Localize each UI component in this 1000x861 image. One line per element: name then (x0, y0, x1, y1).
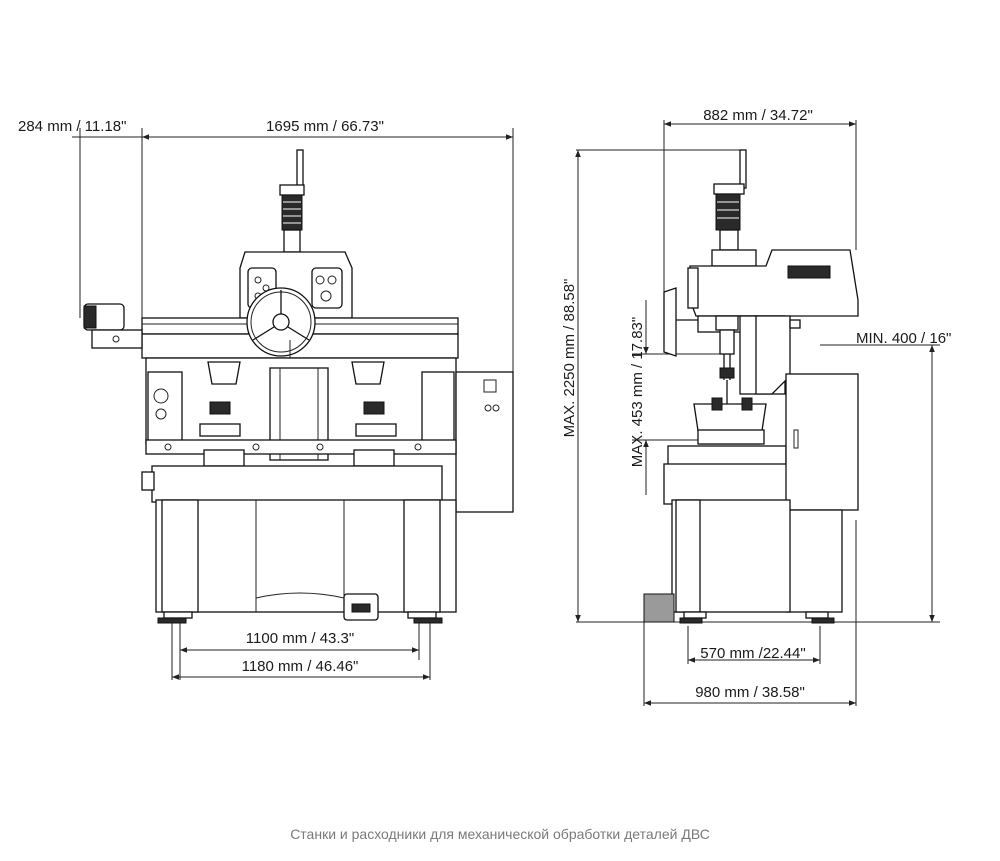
footer-caption: Станки и расходники для механической обр… (290, 826, 710, 842)
dim-feet-depth-label: 570 mm /22.44" (700, 645, 805, 662)
dim-height-max-label: MAX. 2250 mm / 88.58" (561, 279, 578, 438)
dim-feet-outer-label: 1180 mm / 46.46" (242, 658, 359, 675)
dim-stroke-max-label: MAX. 453 mm / 17.83" (629, 317, 646, 467)
dim-depth-top-label: 882 mm / 34.72" (703, 107, 813, 124)
dim-width-label: 1695 mm / 66.73" (266, 118, 384, 135)
dim-depth-total-label: 980 mm / 38.58" (695, 684, 805, 701)
side-view: 882 mm / 34.72" MAX. 2250 mm / 88.58" MA… (561, 107, 951, 706)
dim-overhang-label: 284 mm / 11.18" (18, 118, 126, 135)
front-view: 284 mm / 11.18" 1695 mm / 66.73" 1100 mm… (18, 118, 514, 680)
dim-feet-inner-label: 1100 mm / 43.3" (246, 630, 354, 647)
dim-min-table-label: MIN. 400 / 16" (856, 330, 951, 347)
